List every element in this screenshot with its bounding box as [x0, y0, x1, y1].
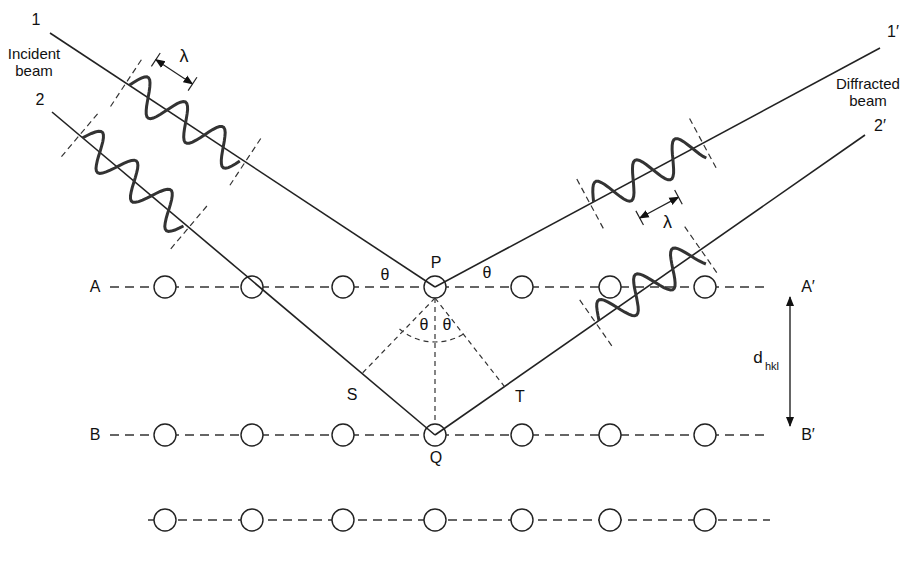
plane-name: B′ [801, 426, 815, 444]
angle-symbol: θ [483, 264, 492, 282]
wavefront [111, 60, 142, 107]
angle-symbol: θ [420, 316, 429, 334]
wavefront [690, 118, 716, 167]
point-name: T [515, 388, 525, 406]
wavelength-tick [636, 211, 644, 225]
plane-name: A′ [801, 278, 815, 296]
atom [241, 509, 263, 531]
beam-caption: Diffracted beam [830, 76, 906, 109]
angle-arc [400, 329, 467, 342]
spacing-subscript: hkl [765, 360, 779, 372]
ray-number: 2 [36, 91, 45, 109]
atom [332, 509, 354, 531]
point-name: Q [430, 449, 442, 467]
wave [83, 131, 184, 231]
angle-symbol: θ [443, 316, 452, 334]
wave [593, 139, 707, 202]
spacing-symbol: d [753, 349, 762, 368]
wavelength-tick [675, 190, 683, 204]
construction-lines [61, 53, 716, 424]
atom [241, 424, 263, 446]
perpendicular-pt [435, 298, 504, 387]
atom [511, 509, 533, 531]
atom [332, 276, 354, 298]
atom [599, 509, 621, 531]
angle-symbol: θ [381, 266, 390, 284]
ray [50, 33, 880, 435]
wavelength-arrow [640, 197, 679, 218]
point-name: P [431, 254, 442, 272]
atom [511, 276, 533, 298]
atom [511, 424, 533, 446]
wavefront [580, 300, 612, 346]
wavefront [577, 179, 603, 228]
atomic-plane [110, 287, 770, 520]
perpendicular-ps [362, 298, 435, 373]
atom [694, 509, 716, 531]
atom [332, 424, 354, 446]
point-name: S [347, 386, 358, 404]
wavelength-tick [188, 77, 197, 90]
beam-caption: Incident beam [3, 46, 65, 79]
wave [129, 77, 240, 168]
ray-number: 2′ [874, 117, 886, 135]
wavelength-tick [151, 53, 160, 66]
spacing-arrow [789, 297, 790, 426]
atom [154, 509, 176, 531]
atom [599, 424, 621, 446]
wavelength-symbol: λ [180, 47, 189, 67]
plane-normal [434, 298, 435, 424]
atom [694, 276, 716, 298]
plane-name: A [90, 278, 101, 296]
wavefront [685, 227, 717, 273]
wavefront [61, 114, 97, 157]
atom [154, 424, 176, 446]
wavelength-symbol: λ [663, 213, 672, 233]
atom [154, 276, 176, 298]
atom [694, 424, 716, 446]
ray-number: 1 [32, 11, 41, 29]
wave [597, 248, 706, 321]
ray-number: 1′ [887, 23, 899, 41]
atom [424, 509, 446, 531]
wavefront [171, 206, 207, 249]
atom [599, 276, 621, 298]
plane-name: B [90, 426, 101, 444]
wavefront [230, 138, 261, 185]
